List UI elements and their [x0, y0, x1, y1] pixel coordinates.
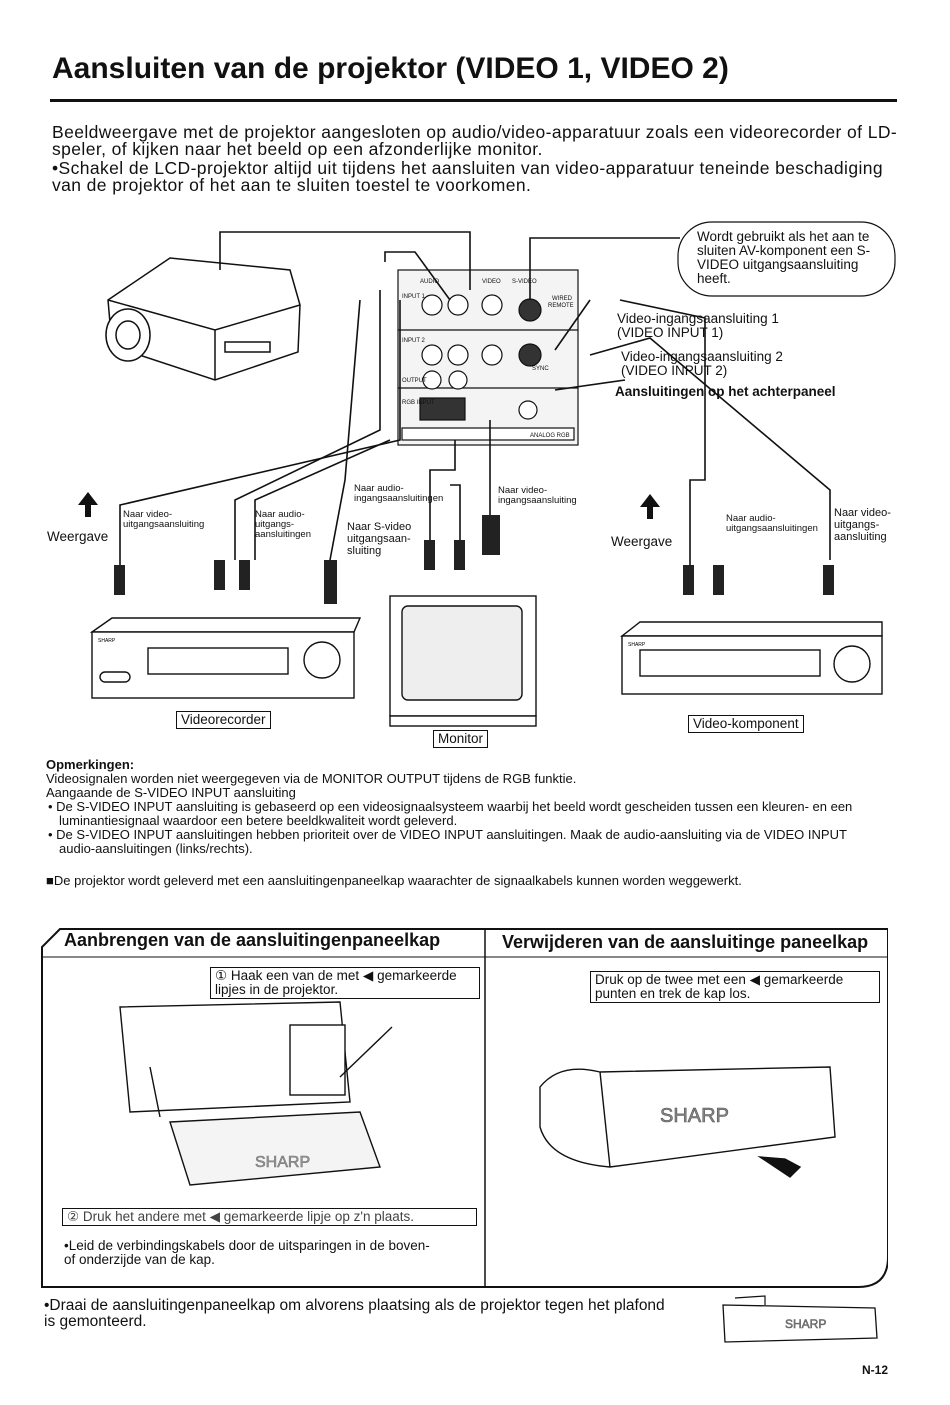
svg-text:AUDIO: AUDIO [420, 279, 439, 285]
cover-section: SHARP SHARP Aanbrengen van de aansluitin… [40, 927, 888, 1289]
intro-text: Beeldweergave met de projektor aangeslot… [52, 122, 902, 195]
svideo-callout-text: Wordt gebruikt als het aan te sluiten AV… [697, 229, 871, 286]
cover-section-frame: SHARP SHARP [41, 928, 888, 1288]
label-video-input-1: Video-ingangsaansluiting 1 [617, 311, 779, 326]
square-bullet-icon: ■ [46, 873, 54, 888]
svg-text:REMOTE: REMOTE [548, 303, 574, 309]
page-number: N-12 [861, 1363, 888, 1377]
svideo-callout [677, 221, 896, 297]
sharp-logo-right: SHARP [660, 1105, 729, 1127]
label-video-input-1-sub: (VIDEO INPUT 1) [617, 325, 724, 340]
svg-text:ANALOG RGB: ANALOG RGB [530, 433, 570, 439]
monitor-illustration [389, 595, 537, 727]
svg-text:INPUT 2: INPUT 2 [402, 338, 426, 344]
videorecorder-label: Videorecorder [176, 711, 271, 729]
videorecorder-illustration [89, 617, 362, 699]
arrow-up-icon [78, 492, 660, 519]
remove-step: Druk op de twee met een ◀ gemarkeerde pu… [590, 971, 880, 1003]
video-component-label: Video-komponent [688, 715, 804, 733]
svg-text:VIDEO: VIDEO [482, 279, 501, 285]
label-video-input-2: Video-ingangsaansluiting 2 [621, 349, 783, 364]
rear-panel [397, 269, 579, 446]
svg-text:SHARP: SHARP [98, 638, 116, 644]
notes-bullet-2: • De S-VIDEO INPUT aansluitingen hebben … [48, 827, 847, 856]
notes-block: Opmerkingen: Videosignalen worden niet w… [46, 758, 886, 888]
intro-bullet: •Schakel de LCD-projektor altijd uit tij… [52, 158, 884, 195]
svg-text:S-VIDEO: S-VIDEO [512, 279, 537, 285]
svg-text:OUTPUT: OUTPUT [402, 378, 427, 384]
projector-small-illustration: SHARP [722, 1295, 878, 1343]
monitor-label: Monitor [433, 730, 489, 748]
ceiling-note: •Draai de aansluitingenpaneelkap om alvo… [44, 1297, 665, 1330]
svg-text:RGB INPUT: RGB INPUT [402, 400, 435, 406]
label-rear-panel: Aansluitingen op het achterpaneel [615, 384, 836, 399]
svg-text:SYNC: SYNC [532, 366, 549, 372]
svg-text:INPUT 1: INPUT 1 [402, 294, 426, 300]
cables [119, 231, 831, 565]
label-to-video-out: Naar video-uitgangsaansluiting [123, 509, 205, 530]
projector-illustration [105, 257, 301, 381]
attach-cover-title: Aanbrengen van de aansluitingenpaneelkap [64, 930, 441, 950]
label-to-svideo-out: Naar S-video uitgangsaan-sluiting [347, 521, 412, 557]
cover-note: ■De projektor wordt geleverd met een aan… [46, 873, 742, 888]
notes-line-2: Aangaande de S-VIDEO INPUT aansluiting [46, 785, 296, 800]
attach-bullet: •Leid de verbindingskabels door de uitsp… [64, 1238, 430, 1267]
sharp-logo-left: SHARP [255, 1154, 310, 1171]
attach-step-2: ② Druk het andere met ◀ gemarkeerde lipj… [62, 1208, 477, 1226]
label-to-video-in: Naar video-ingangsaansluiting [498, 485, 577, 506]
svg-text:WIRED: WIRED [552, 296, 573, 302]
page-title: Aansluiten van de projektor (VIDEO 1, VI… [52, 52, 729, 85]
weergave-left: Weergave [47, 529, 109, 544]
attach-step-1: ① Haak een van de met ◀ gemarkeerde lipj… [210, 967, 480, 999]
title-rule [50, 99, 897, 102]
intro-paragraph: Beeldweergave met de projektor aangeslot… [52, 122, 898, 159]
label-to-audio-out-right: Naar audio-uitgangsaansluitingen [726, 513, 818, 534]
label-to-audio-in: Naar audio-ingangsaansluitingen [354, 483, 444, 504]
remove-cover-title: Verwijderen van de aansluitinge paneelka… [502, 932, 869, 952]
label-to-video-out-right: Naar video-uitgangs-aansluiting [834, 507, 891, 543]
video-component-illustration [619, 621, 883, 695]
notes-heading: Opmerkingen: [46, 757, 135, 772]
notes-bullet-1: • De S-VIDEO INPUT aansluiting is gebase… [48, 799, 853, 828]
svg-text:SHARP: SHARP [785, 1317, 826, 1331]
svg-text:SHARP: SHARP [628, 642, 646, 648]
rca-plugs [114, 515, 834, 604]
weergave-right: Weergave [611, 534, 673, 549]
label-video-input-2-sub: (VIDEO INPUT 2) [621, 363, 728, 378]
label-to-audio-out: Naar audio-uitgangs-aansluitingen [255, 509, 311, 540]
notes-line-1: Videosignalen worden niet weergegeven vi… [46, 771, 577, 786]
